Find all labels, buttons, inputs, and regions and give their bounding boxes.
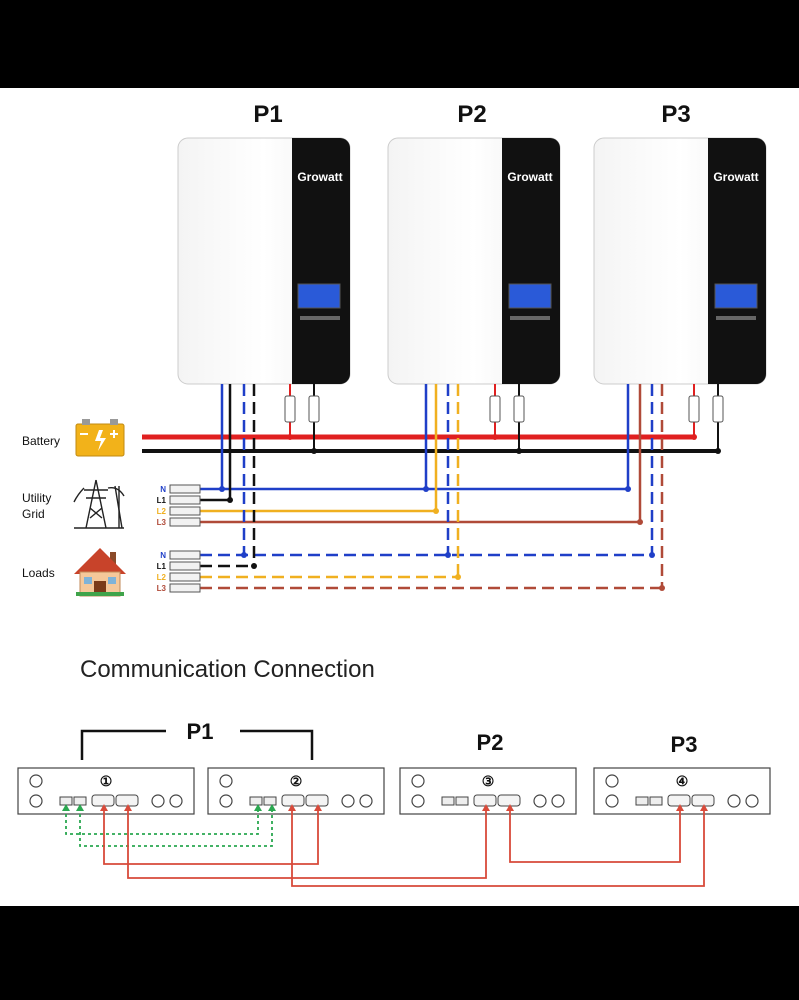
battery-label: Battery <box>22 434 60 448</box>
grid-phase-l2: L2 <box>157 507 167 516</box>
inverter-p3: Growatt <box>593 137 767 385</box>
comm-title: Communication Connection <box>80 656 375 683</box>
grid-phase-n: N <box>160 485 166 494</box>
comm-arrows <box>62 804 708 811</box>
battery-drop-wires <box>289 384 719 451</box>
comm-board-2: ② <box>207 767 385 815</box>
grid-label: Grid <box>22 507 45 521</box>
grid-phase-l3: L3 <box>157 518 167 527</box>
loads-label: Loads <box>22 566 55 580</box>
comm-board-3: ③ <box>399 767 577 815</box>
board-number-1: ① <box>100 773 113 789</box>
utility-pylon-icon <box>73 479 125 529</box>
load-bus <box>200 384 664 590</box>
battery-fuses <box>284 395 724 423</box>
inverter-p1: Growatt <box>177 137 351 385</box>
diagram-panel: P1 P2 P3 Growatt Growatt <box>0 88 799 906</box>
lcd-screen-p3 <box>714 283 758 309</box>
bottom-black-bar <box>0 906 799 1000</box>
load-phase-n: N <box>160 551 166 560</box>
grid-terminal-block <box>169 484 201 527</box>
comm-group-p3: P3 <box>671 732 698 757</box>
wiring-diagram: P1 P2 P3 Growatt Growatt <box>17 101 771 887</box>
comm-board-1: ① <box>17 767 195 815</box>
board-number-3: ③ <box>482 773 495 789</box>
comm-group-p2: P2 <box>477 730 504 755</box>
brand-logo-p3: Growatt <box>713 170 758 184</box>
lcd-screen-p1 <box>297 283 341 309</box>
lcd-screen-p2 <box>508 283 552 309</box>
comm-board-4: ④ <box>593 767 771 815</box>
inverter-label-p3: P3 <box>661 101 690 128</box>
load-phase-l1: L1 <box>157 562 167 571</box>
comm-wires-green <box>65 808 273 847</box>
utility-label: Utility <box>22 491 51 505</box>
comm-wires-red <box>103 808 705 887</box>
grid-bus <box>200 384 642 524</box>
top-black-bar <box>0 0 799 88</box>
house-icon <box>74 548 126 597</box>
grid-junction-dots <box>219 486 643 525</box>
load-phase-l3: L3 <box>157 584 167 593</box>
board-number-2: ② <box>290 773 303 789</box>
comm-boards: ① ② ③ ④ <box>17 767 771 815</box>
load-phase-l2: L2 <box>157 573 167 582</box>
battery-junction-dots <box>287 434 721 454</box>
brand-logo-p2: Growatt <box>507 170 552 184</box>
inverter-label-p1: P1 <box>253 101 282 128</box>
inverter-label-p2: P2 <box>457 101 486 128</box>
load-junction-dots <box>241 552 665 591</box>
battery-icon <box>75 419 125 457</box>
p1-bracket <box>80 729 314 760</box>
grid-phase-l1: L1 <box>157 496 167 505</box>
brand-logo-p1: Growatt <box>297 170 342 184</box>
board-number-4: ④ <box>676 773 689 789</box>
inverter-p2: Growatt <box>387 137 561 385</box>
comm-group-p1: P1 <box>187 719 214 744</box>
load-terminal-block <box>169 550 201 593</box>
